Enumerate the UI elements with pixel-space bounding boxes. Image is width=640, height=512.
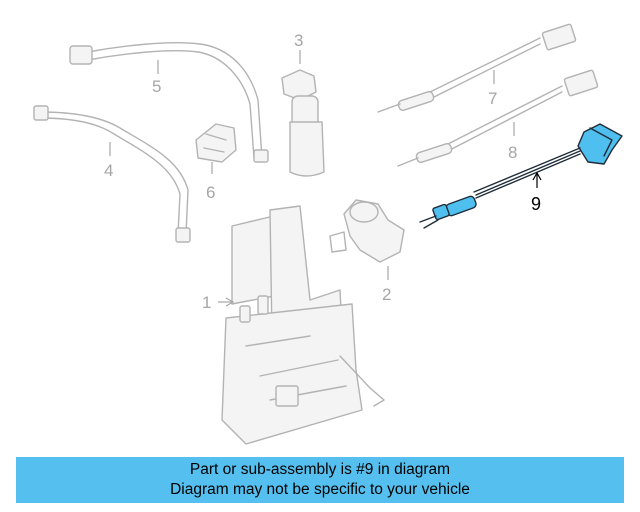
part-8-sensor[interactable]: 8 [397, 69, 599, 167]
info-banner: Part or sub-assembly is #9 in diagram Di… [16, 457, 624, 503]
callout-3: 3 [294, 31, 303, 50]
callout-6: 6 [206, 183, 215, 202]
callout-2: 2 [382, 285, 391, 304]
part-9-connector [577, 123, 623, 165]
callout-4: 4 [104, 161, 113, 180]
callout-8: 8 [508, 143, 517, 162]
callout-7: 7 [488, 89, 497, 108]
parts-diagram: 5 4 6 3 7 [33, 23, 623, 445]
part-9-oxygen-sensor[interactable]: 9 [419, 123, 623, 229]
part-2-purge-valve[interactable]: 2 [329, 199, 405, 304]
part-7-sensor[interactable]: 7 [377, 23, 577, 113]
part-6-bracket[interactable]: 6 [195, 123, 237, 202]
part-5-vent-hose[interactable]: 5 [69, 42, 269, 163]
callout-1: 1 [202, 293, 211, 312]
part-4-hose[interactable]: 4 [33, 105, 191, 243]
banner-line-2: Diagram may not be specific to your vehi… [170, 481, 470, 498]
part-1-canister[interactable]: 1 [202, 205, 385, 445]
callout-9: 9 [531, 194, 541, 214]
callout-5: 5 [152, 77, 161, 96]
banner-line-1: Part or sub-assembly is #9 in diagram [189, 461, 451, 478]
part-3-filter[interactable]: 3 [281, 31, 325, 177]
